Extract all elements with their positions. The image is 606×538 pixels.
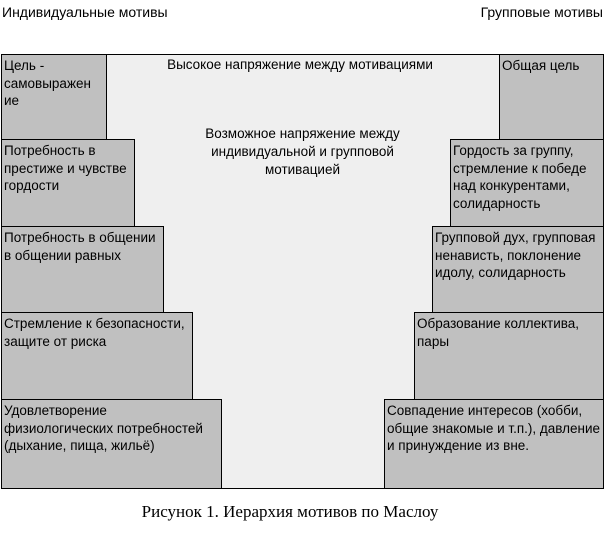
group-level-common-goal: Общая цель [499,54,604,140]
individual-level-physiological: Удовлетворение физиологических потребнос… [1,399,222,489]
group-level-collective: Образование коллектива, пары [414,312,604,400]
individual-level-self-expression: Цель - самовыражен ие [1,54,107,140]
individual-level-safety: Стремление к безопасности, защите от рис… [1,312,193,400]
possible-tension-label: Возможное напряжение между индивидуально… [205,126,400,177]
individual-level-prestige: Потребность в престиже и чувстве гордост… [1,139,135,227]
group-level-group-pride: Гордость за группу, стремление к победе … [450,139,604,227]
figure-caption: Рисунок 1. Иерархия мотивов по Маслоу [141,502,439,521]
group-motives-header: Групповые мотивы [480,4,603,20]
group-level-group-spirit: Групповой дух, групповая ненависть, покл… [432,226,604,313]
individual-level-communication: Потребность в общении в общении равных [1,226,164,313]
individual-motives-header: Индивидуальные мотивы [2,4,168,20]
group-level-shared-interests: Совпадение интересов (хобби, общие знако… [384,399,604,489]
high-tension-label: Высокое напряжение между мотивациями [167,57,433,72]
